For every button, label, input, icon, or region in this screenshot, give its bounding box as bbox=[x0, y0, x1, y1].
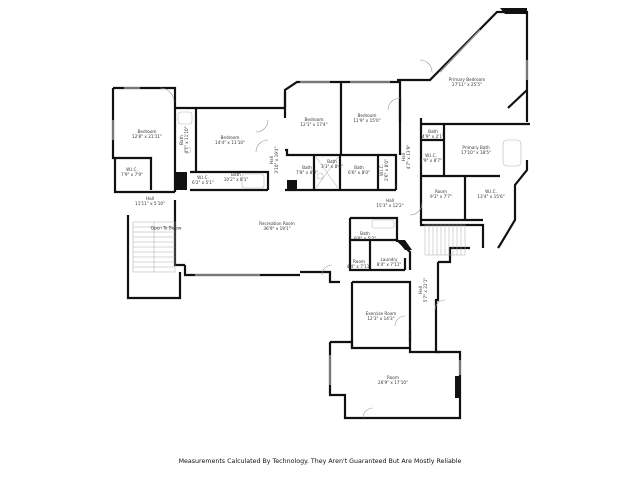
room-label-hall-1: Hall 11'11" x 5'10" bbox=[135, 196, 165, 206]
room-label-hall-4: Hall 15'3" x 12'2" bbox=[376, 198, 403, 208]
room-label-exercise-room: Exercise Room 12'3" x 14'3" bbox=[366, 311, 397, 321]
room-label-hall-3: Hall 4'7" x 13'9" bbox=[401, 145, 411, 170]
room-name: Bedroom bbox=[220, 135, 240, 140]
room-name: Bedroom bbox=[357, 113, 377, 118]
room-dimensions: 14'4" x 11'10" bbox=[215, 140, 245, 145]
room-dimensions: 9'8" x 5'2" bbox=[354, 236, 376, 241]
room-dimensions: 4'7" x 13'9" bbox=[406, 144, 411, 170]
room-dimensions: 6'6" x 8'0" bbox=[348, 170, 370, 175]
room-name: Bath bbox=[231, 172, 241, 177]
room-label-hall-2: Hall 3'10" x 19'4" bbox=[269, 146, 279, 173]
stairs-open-to-below-label: Open To Below bbox=[150, 225, 182, 231]
room-dimensions: 11'9" x 15'0" bbox=[353, 118, 381, 123]
room-dimensions: 6'2" x 5'1" bbox=[192, 180, 214, 185]
room-dimensions: 36'9" x 19'1" bbox=[263, 226, 291, 231]
room-name: Bath bbox=[302, 165, 312, 170]
room-name: Exercise Room bbox=[365, 311, 397, 316]
room-label-hall-5: Hall 5'7" x 22'1" bbox=[418, 278, 428, 303]
room-dimensions: 7'9" x 7'9" bbox=[121, 172, 143, 177]
room-dimensions: 7'8" x 8'0" bbox=[296, 170, 318, 175]
room-name: W.I.C. bbox=[126, 167, 138, 172]
room-name: Room bbox=[435, 189, 447, 194]
fixtures bbox=[177, 111, 522, 229]
room-name: Primary Bedroom bbox=[448, 77, 486, 82]
room-name: Bath bbox=[327, 159, 337, 164]
room-label-bath-7: Bath 9'8" x 5'2" bbox=[354, 231, 376, 241]
room-dimensions: 4'9" x 2'1" bbox=[422, 134, 444, 139]
room-label-room-3: Room 26'9" x 17'10" bbox=[378, 375, 408, 385]
room-name: W.I.C. bbox=[197, 175, 209, 180]
room-dimensions: 11'11" x 5'10" bbox=[135, 201, 165, 206]
room-name: Hall bbox=[145, 196, 155, 201]
room-label-bedroom-1: Bedroom 12'8" x 21'11" bbox=[132, 129, 162, 139]
room-name: W.I.C. bbox=[485, 189, 497, 194]
room-dimensions: 2'6" x 8'0" bbox=[384, 159, 389, 181]
room-dimensions: 3'10" x 19'4" bbox=[274, 146, 279, 174]
room-label-bath-1: Bath 4'7" x 11'10" bbox=[179, 126, 189, 153]
room-dimensions: 13'4" x 15'6" bbox=[477, 194, 505, 199]
room-name: Bath bbox=[428, 129, 438, 134]
room-label-room-1: Room 9'3" x 7'7" bbox=[430, 189, 452, 199]
room-label-wic-4: W.I.C. 4'9" x 8'7" bbox=[420, 153, 442, 163]
room-dimensions: 10'2" x 8'1" bbox=[223, 177, 249, 182]
door-swings bbox=[159, 59, 446, 419]
room-dimensions: 8'4" x 7'11" bbox=[376, 262, 402, 267]
stairs-main bbox=[132, 221, 176, 273]
room-label-bedroom-3: Bedroom 12'1" x 17'4" bbox=[300, 117, 327, 127]
room-dimensions: 12'8" x 21'11" bbox=[132, 134, 162, 139]
room-label-bedroom-4: Bedroom 11'9" x 15'0" bbox=[353, 113, 380, 123]
room-dimensions: 12'1" x 17'4" bbox=[300, 122, 328, 127]
room-name: Bedroom bbox=[304, 117, 324, 122]
room-label-wic-1: W.I.C. 7'9" x 7'9" bbox=[121, 167, 143, 177]
room-label-laundry: Laundry 8'4" x 7'11" bbox=[377, 257, 402, 267]
room-dimensions: 27'11" x 25'5" bbox=[452, 82, 482, 87]
room-dimensions: 4'7" x 11'10" bbox=[184, 126, 189, 154]
solid-wall-blocks bbox=[175, 8, 527, 398]
exterior-walls bbox=[111, 10, 530, 420]
room-label-wic-2: W.I.C. 6'2" x 5'1" bbox=[192, 175, 214, 185]
room-label-bath-2: Bath 10'2" x 8'1" bbox=[224, 172, 249, 182]
room-dimensions: 12'3" x 14'3" bbox=[367, 316, 395, 321]
room-name: Laundry bbox=[380, 257, 398, 262]
room-dimensions: 15'3" x 12'2" bbox=[376, 203, 404, 208]
room-name: Primary Bath bbox=[462, 145, 490, 150]
room-dimensions: 9'3" x 7'7" bbox=[430, 194, 452, 199]
room-dimensions: 4'9" x 8'7" bbox=[420, 158, 442, 163]
room-label-recreation-room: Recreation Room 36'9" x 19'1" bbox=[259, 221, 295, 231]
room-label-primary-bedroom: Primary Bedroom 27'11" x 25'5" bbox=[449, 77, 485, 87]
room-name: Bedroom bbox=[137, 129, 157, 134]
room-name: Room bbox=[353, 259, 365, 264]
room-name: Room bbox=[387, 375, 399, 380]
room-label-bedroom-2: Bedroom 14'4" x 11'10" bbox=[215, 135, 245, 145]
room-name: Recreation Room bbox=[259, 221, 295, 226]
room-dimensions: 3'3" x 8'0" bbox=[321, 164, 343, 169]
room-name: Bath bbox=[360, 231, 370, 236]
room-dimensions: 5'7" x 22'1" bbox=[423, 277, 428, 303]
stairs-east bbox=[424, 224, 466, 256]
room-label-bath-3: Bath 7'8" x 8'0" bbox=[296, 165, 318, 175]
room-dimensions: 4'4" x 7'11" bbox=[346, 264, 372, 269]
room-label-bath-5: Bath 6'6" x 8'0" bbox=[348, 165, 370, 175]
room-name: Bath bbox=[354, 165, 364, 170]
room-label-wic-3: W.I.C. 2'6" x 8'0" bbox=[379, 159, 389, 181]
room-label-wic-5: W.I.C. 13'4" x 15'6" bbox=[477, 189, 504, 199]
room-label-bath-6: Bath 4'9" x 2'1" bbox=[422, 129, 444, 139]
room-dimensions: 17'10" x 18'5" bbox=[461, 150, 491, 155]
room-label-room-2: Room 4'4" x 7'11" bbox=[347, 259, 372, 269]
windows bbox=[112, 29, 528, 385]
room-label-bath-4: Bath 3'3" x 8'0" bbox=[321, 159, 343, 169]
room-label-primary-bath: Primary Bath 17'10" x 18'5" bbox=[461, 145, 491, 155]
room-dimensions: 26'9" x 17'10" bbox=[378, 380, 408, 385]
measurement-disclaimer: Measurements Calculated By Technology. T… bbox=[178, 458, 462, 465]
room-name: W.I.C. bbox=[425, 153, 437, 158]
room-name: Hall bbox=[385, 198, 395, 203]
